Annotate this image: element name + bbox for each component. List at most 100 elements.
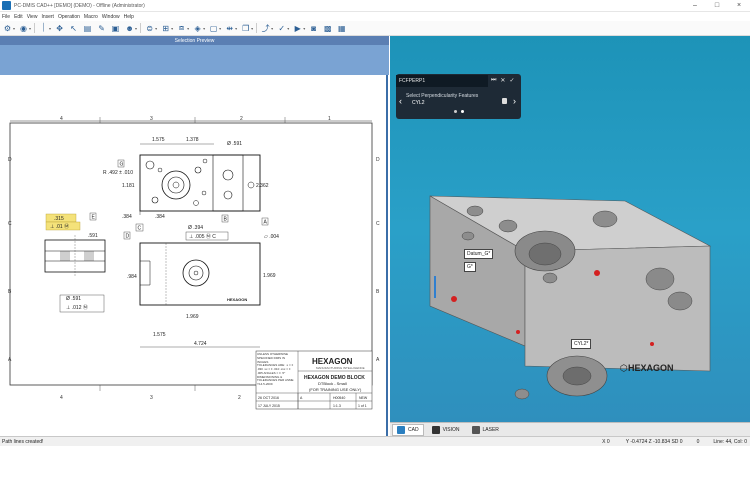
title-block-part-name: HEXAGON DEMO BLOCK [304, 375, 365, 381]
page-footer-area [0, 446, 750, 500]
tab-cad[interactable]: CAD [392, 423, 424, 436]
previous-arrow-icon[interactable]: ‹ [399, 96, 402, 106]
cursor-icon[interactable]: ↖ [70, 23, 77, 33]
vertical-probe-icon[interactable]: ⏐ [41, 23, 46, 32]
dropdown-arrow-icon[interactable]: ▾ [135, 25, 138, 31]
zone-label-row: D [8, 157, 12, 163]
drawing-preview-panel[interactable]: 4 3 2 1 4 3 2 1 D D C C B B A A [0, 75, 388, 436]
dim-total: 4.724 [194, 341, 207, 347]
close-button[interactable]: × [736, 2, 742, 9]
construct-icon[interactable]: ◈ [194, 23, 201, 33]
dim-perp: ⊥ .005 Ⓜ C [189, 233, 216, 240]
model-hole [461, 231, 475, 241]
comment-icon[interactable]: ▤ [83, 23, 92, 33]
dropdown-arrow-icon[interactable]: ▾ [171, 25, 174, 31]
play-icon[interactable]: ▶ [294, 23, 301, 33]
toolbar-divider [256, 23, 258, 33]
dim-bottom-a: .384 [122, 214, 132, 220]
probe-icon[interactable]: ⚙ [3, 23, 12, 33]
title-block-company: HEXAGON [312, 357, 353, 366]
two-d-icon[interactable]: ▦ [337, 23, 346, 33]
three-d-icon[interactable]: ▩ [323, 23, 332, 33]
dropdown-arrow-icon[interactable]: ▾ [49, 25, 52, 31]
red-marker-icon[interactable] [516, 330, 520, 334]
move-icon[interactable]: ✥ [56, 23, 63, 33]
red-marker-icon[interactable] [594, 270, 600, 276]
feature-name-field[interactable]: FCFPERP1 [396, 75, 488, 87]
zone-label-top: 2 [240, 116, 243, 122]
maximize-button[interactable]: □ [714, 2, 720, 9]
preview-header: Selection Preview [0, 36, 389, 75]
path-icon[interactable]: ⤴ [261, 23, 270, 33]
user-icon[interactable]: ☻ [125, 23, 134, 33]
edit-icon[interactable]: ✎ [98, 23, 105, 33]
cad-3d-viewport[interactable]: HEXAGON ⬡ FCFPERP1 ⏭ ✕ ✓ Select Perpendi… [390, 36, 750, 422]
menu-help[interactable]: Help [123, 13, 134, 20]
trash-icon[interactable] [502, 98, 507, 104]
tab-vision[interactable]: VISION [428, 424, 464, 436]
menu-operation[interactable]: Operation [57, 13, 80, 20]
dimension-icon[interactable]: ⇹ [226, 23, 233, 33]
camera-icon[interactable]: ◙ [311, 23, 317, 33]
dropdown-arrow-icon[interactable]: ▾ [251, 25, 254, 31]
dim-mid: .591 [88, 233, 98, 239]
cycle-icon[interactable]: ⊜ [146, 23, 153, 33]
copy-icon[interactable]: ❐ [242, 23, 250, 33]
status-bar: Path lines created! X 0 Y -0.4724 Z -10.… [0, 436, 750, 446]
red-marker-icon[interactable] [650, 342, 654, 346]
menu-window[interactable]: Window [101, 13, 120, 20]
tolerance-highlight-frame [45, 221, 81, 231]
square-icon[interactable]: ▢ [209, 23, 218, 33]
datum-box-a [261, 217, 269, 226]
page-dot[interactable] [454, 110, 457, 113]
feature-selection-label: Select Perpendicularity Features [406, 93, 479, 99]
menu-edit[interactable]: Edit [14, 13, 23, 20]
dropdown-arrow-icon[interactable]: ▾ [235, 25, 238, 31]
datum-box-g [117, 159, 125, 168]
tab-laser[interactable]: LASER [468, 424, 503, 436]
dropdown-arrow-icon[interactable]: ▾ [287, 25, 290, 31]
datum-box-b [221, 214, 229, 223]
laser-icon [471, 425, 480, 434]
check-icon[interactable]: ✓ [278, 23, 286, 33]
cyl2-callout[interactable]: CYL2* [571, 339, 592, 349]
tol-bottom-frame [59, 294, 105, 313]
model-inner-bore [528, 242, 562, 266]
menu-view[interactable]: View [26, 13, 38, 20]
cancel-icon[interactable]: ✕ [500, 78, 506, 84]
tab-cad-label: CAD [408, 426, 419, 433]
program-icon[interactable]: ▣ [111, 23, 120, 33]
dropdown-arrow-icon[interactable]: ▾ [203, 25, 206, 31]
menu-macro[interactable]: Macro [83, 13, 98, 20]
next-arrow-icon[interactable]: › [513, 96, 516, 106]
callout-e: E [92, 215, 96, 221]
red-marker-icon[interactable] [451, 296, 457, 302]
confirm-icon[interactable]: ✓ [509, 78, 515, 84]
dropdown-arrow-icon[interactable]: ▾ [13, 25, 16, 31]
sphere-icon[interactable]: ◉ [20, 23, 27, 33]
dropdown-arrow-icon[interactable]: ▾ [29, 25, 32, 31]
align-icon[interactable]: ⊞ [162, 23, 169, 33]
dropdown-arrow-icon[interactable]: ▾ [271, 25, 274, 31]
menu-insert[interactable]: Insert [41, 13, 54, 20]
menu-bar: File Edit View Insert Operation Macro Wi… [0, 12, 750, 21]
menu-file[interactable]: File [2, 13, 11, 20]
title-block-size: A [300, 396, 303, 400]
preview-title: Selection Preview [174, 37, 215, 44]
cube-icon [397, 425, 405, 434]
dropdown-arrow-icon[interactable]: ▾ [187, 25, 190, 31]
minimize-button[interactable]: – [693, 2, 697, 9]
dim-bottom-b: .384 [155, 214, 165, 220]
dim-dia-top: Ø .591 [227, 141, 242, 147]
datum-g-label: G [120, 162, 124, 168]
page-dots [454, 110, 464, 113]
g-callout[interactable]: G* [464, 262, 476, 272]
dropdown-arrow-icon[interactable]: ▾ [219, 25, 222, 31]
datum-g-callout[interactable]: Datum_G* [464, 249, 494, 259]
skip-icon[interactable]: ⏭ [491, 77, 497, 83]
dropdown-arrow-icon[interactable]: ▾ [155, 25, 158, 31]
cube-icon[interactable]: ⧈ [179, 23, 185, 32]
page-dot-active[interactable] [461, 110, 464, 113]
dim-flat: ▱ .004 [264, 234, 279, 240]
dropdown-arrow-icon[interactable]: ▾ [303, 25, 306, 31]
